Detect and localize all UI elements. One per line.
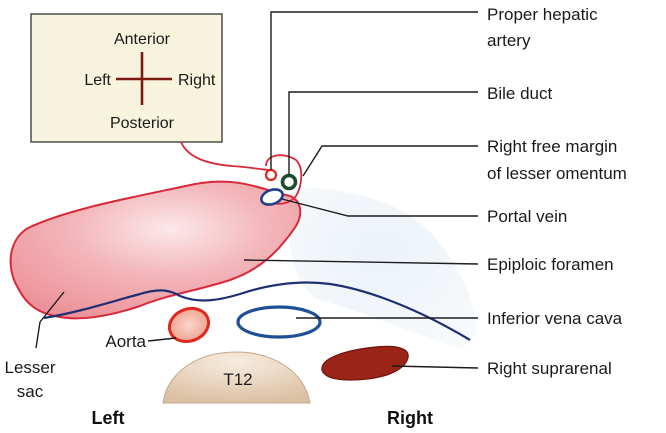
compass-posterior-label: Posterior — [110, 115, 175, 132]
right-suprarenal — [322, 346, 408, 380]
leader-right-free-margin — [303, 146, 478, 176]
label-right-free-margin-2: of lesser omentum — [487, 164, 627, 183]
label-proper-hepatic-artery-2: artery — [487, 31, 531, 50]
label-proper-hepatic-artery: Proper hepatic — [487, 5, 598, 24]
label-inferior-vena-cava: Inferior vena cava — [487, 309, 623, 328]
bile-duct — [283, 176, 296, 189]
label-lesser-sac-line1: Lesser — [4, 358, 55, 377]
leader-aorta — [148, 338, 176, 341]
leader-right-suprarenal — [392, 366, 478, 368]
lesser-omentum-fold — [181, 142, 272, 170]
label-epiploic-foramen: Epiploic foramen — [487, 255, 614, 274]
label-bile-duct: Bile duct — [487, 84, 552, 103]
label-proper-hepatic-artery-line1: Proper hepatic — [487, 5, 598, 24]
aorta — [165, 303, 214, 347]
inferior-vena-cava — [238, 307, 320, 337]
label-aorta: Aorta — [105, 332, 146, 351]
label-right-free-margin-1: Right free margin — [487, 137, 617, 156]
t12-label: T12 — [223, 370, 252, 389]
compass-left-label: Left — [84, 72, 111, 89]
epiploic-foramen-region — [288, 188, 476, 348]
label-lesser-sac-2: sac — [17, 382, 44, 401]
leader-bile-duct — [289, 92, 478, 175]
compass-anterior-label: Anterior — [114, 31, 171, 48]
lesser-sac — [11, 182, 301, 319]
side-label-left: Left — [92, 408, 125, 428]
label-lesser-sac-line2: sac — [17, 382, 44, 401]
label-portal-vein: Portal vein — [487, 207, 567, 226]
proper-hepatic-artery — [266, 170, 276, 180]
label-lesser-sac-1: Lesser — [4, 358, 55, 377]
label-right-suprarenal: Right suprarenal — [487, 359, 612, 378]
orientation-compass: Anterior Posterior Left Right — [31, 14, 222, 142]
compass-right-label: Right — [178, 72, 216, 89]
label-right-free-margin-line1: Right free margin — [487, 137, 617, 156]
side-label-right: Right — [387, 408, 433, 428]
label-proper-hepatic-artery-line2: artery — [487, 31, 531, 50]
label-right-free-margin-line2: of lesser omentum — [487, 164, 627, 183]
